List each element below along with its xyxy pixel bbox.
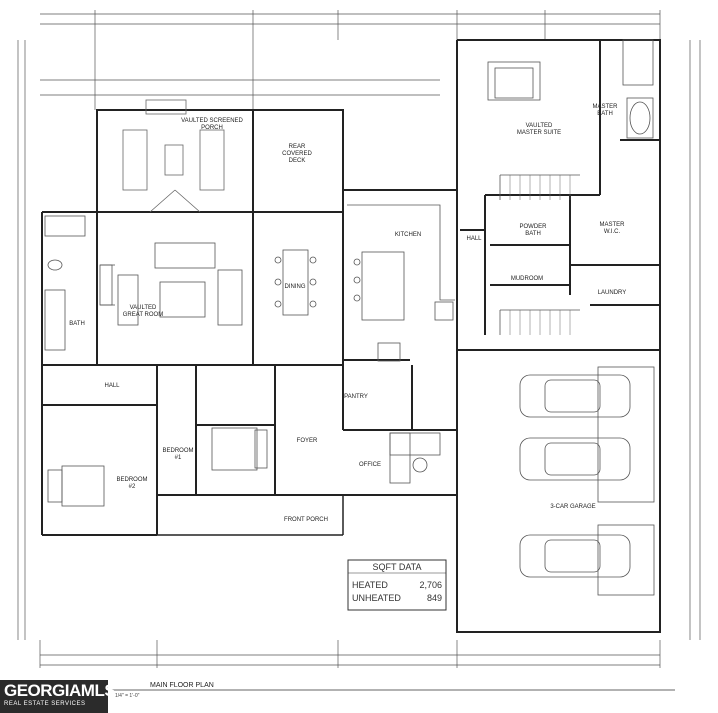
sqft-data-box <box>347 559 447 611</box>
room-label-master-bath-2: BATH <box>597 111 613 117</box>
room-label-master-wic-1: MASTER <box>599 222 625 228</box>
room-label-hall-east: HALL <box>466 236 482 242</box>
plan-title: MAIN FLOOR PLAN <box>150 682 214 689</box>
room-label-master-wic-2: W.I.C. <box>604 229 621 235</box>
room-label-master-suite-2: MASTER SUITE <box>517 130 561 136</box>
room-label-bedroom1-2: #1 <box>175 455 182 461</box>
room-label-bedroom1-1: BEDROOM <box>162 448 193 454</box>
sqft-heated-value: 2,706 <box>419 580 442 590</box>
room-label-great-room-1: VAULTED <box>130 305 157 311</box>
sqft-heading: SQFT DATA <box>372 562 421 572</box>
room-label-bedroom2-2: #2 <box>129 484 136 490</box>
room-label-hall-west: HALL <box>104 383 120 389</box>
watermark-tagline: REAL ESTATE SERVICES <box>4 701 86 707</box>
room-label-covered-deck-2: COVERED <box>282 151 312 157</box>
room-label-mudroom: MUDROOM <box>511 276 543 282</box>
room-label-bath: BATH <box>69 321 85 327</box>
room-label-covered-deck-3: DECK <box>289 158 306 164</box>
room-label-master-bath-1: MASTER <box>592 104 618 110</box>
room-label-dining: DINING <box>285 284 306 290</box>
room-label-front-porch: FRONT PORCH <box>284 517 328 523</box>
room-label-powder-bath-1: POWDER <box>520 224 548 230</box>
room-label-foyer: FOYER <box>297 438 318 444</box>
room-label-powder-bath-2: BATH <box>525 231 541 237</box>
room-label-covered-deck-1: REAR <box>289 144 306 150</box>
room-label-laundry: LAUNDRY <box>598 290 627 296</box>
room-label-screened-porch-1: VAULTED SCREENED <box>181 118 243 124</box>
watermark-logo: GEORGIAMLS REAL ESTATE SERVICES <box>0 680 116 713</box>
room-label-kitchen: KITCHEN <box>395 232 421 238</box>
sqft-heated-label: HEATED <box>352 580 388 590</box>
room-label-master-suite-1: VAULTED <box>526 123 553 129</box>
watermark-brand: GEORGIAMLS <box>4 681 116 700</box>
room-label-pantry: PANTRY <box>344 394 368 400</box>
room-label-office: OFFICE <box>359 462 381 468</box>
sqft-unheated-value: 849 <box>427 593 442 603</box>
room-label-garage: 3-CAR GARAGE <box>550 504 595 510</box>
room-label-bedroom2-1: BEDROOM <box>116 477 147 483</box>
room-label-great-room-2: GREAT ROOM <box>123 312 163 318</box>
plan-scale: 1/4" = 1'-0" <box>115 693 140 699</box>
sqft-unheated-label: UNHEATED <box>352 593 401 603</box>
room-label-screened-porch-2: PORCH <box>201 125 223 131</box>
